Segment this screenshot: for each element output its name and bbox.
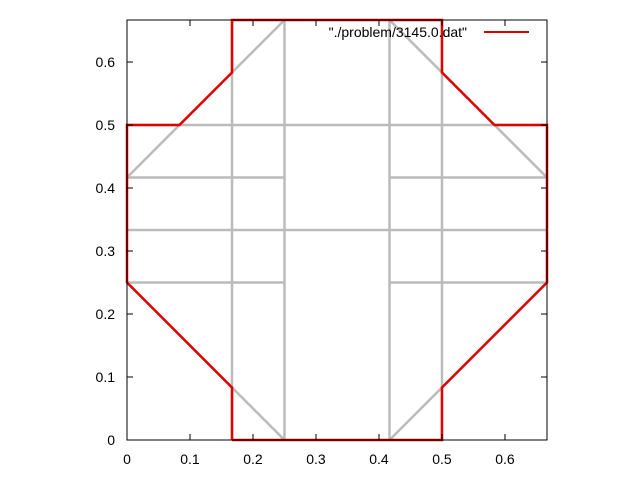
y-tick-label: 0.4 <box>96 180 116 196</box>
x-tick-label: 0.4 <box>369 451 389 467</box>
x-tick-label: 0.5 <box>432 451 452 467</box>
x-tick-label: 0.2 <box>243 451 263 467</box>
x-tick-label: 0 <box>123 451 131 467</box>
y-tick-label: 0.2 <box>96 306 116 322</box>
x-tick-label: 0.1 <box>180 451 200 467</box>
y-tick-label: 0 <box>107 432 115 448</box>
y-tick-label: 0.3 <box>96 243 116 259</box>
y-tick-label: 0.6 <box>96 54 116 70</box>
mesh-line <box>231 386 286 441</box>
plot-frame <box>126 19 548 441</box>
y-tick-label: 0.5 <box>96 117 116 133</box>
x-axis-ticks: 0 0.1 0.2 0.3 0.4 0.5 0.6 <box>123 20 515 467</box>
y-tick-label: 0.1 <box>96 369 116 385</box>
x-tick-label: 0.3 <box>306 451 326 467</box>
mesh-line <box>388 386 443 441</box>
mesh-lines <box>126 19 548 441</box>
legend-label: "./problem/3145.0.dat" <box>329 24 467 40</box>
x-tick-label: 0.6 <box>495 451 515 467</box>
legend: "./problem/3145.0.dat" <box>329 24 529 40</box>
y-axis-ticks: 0 0.1 0.2 0.3 0.4 0.5 0.6 <box>96 54 547 448</box>
